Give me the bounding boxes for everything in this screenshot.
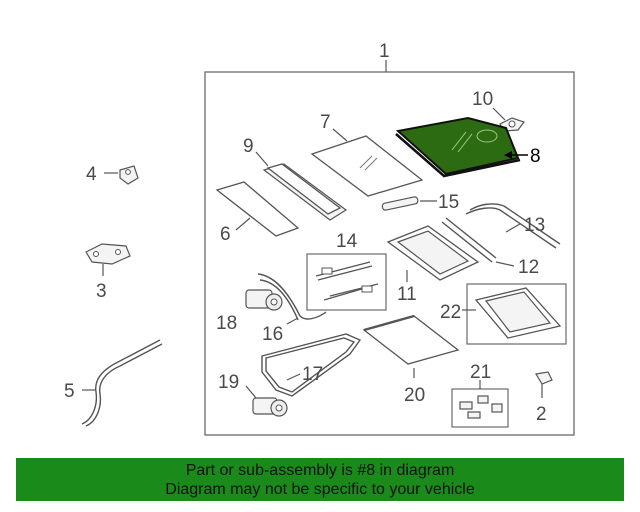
callout-14[interactable]: 14 — [336, 231, 358, 252]
part-9-deflector[interactable] — [262, 163, 348, 221]
part-8-glass-panel[interactable] — [395, 116, 521, 178]
callout-11[interactable]: 11 — [397, 284, 417, 305]
callout-22[interactable]: 22 — [440, 302, 461, 323]
callout-2[interactable]: 2 — [536, 404, 547, 425]
part-18-motor[interactable] — [245, 289, 283, 311]
info-banner: Part or sub-assembly is #8 in diagram Di… — [16, 458, 624, 501]
part-4-clip[interactable] — [119, 165, 139, 185]
banner-line-2: Diagram may not be specific to your vehi… — [165, 481, 475, 498]
callout-13[interactable]: 13 — [524, 215, 545, 236]
part-14-kit-box[interactable] — [306, 253, 387, 311]
callout-16[interactable]: 16 — [262, 324, 283, 345]
part-22-frame — [474, 287, 562, 339]
callout-15[interactable]: 15 — [438, 192, 459, 213]
callout-6[interactable]: 6 — [220, 224, 231, 245]
part-6-cover[interactable] — [215, 181, 300, 237]
callout-3[interactable]: 3 — [96, 281, 107, 302]
part-14-cables — [315, 261, 379, 301]
callout-19[interactable]: 19 — [218, 372, 239, 393]
callout-12[interactable]: 12 — [518, 257, 539, 278]
callout-10[interactable]: 10 — [472, 89, 493, 110]
part-12-seal[interactable] — [441, 217, 497, 263]
part-7-glass-panel[interactable] — [310, 135, 424, 197]
part-5-drain-hose[interactable] — [81, 339, 163, 427]
callout-17[interactable]: 17 — [302, 364, 323, 385]
callout-7[interactable]: 7 — [320, 112, 331, 133]
part-16-cable[interactable] — [257, 273, 327, 321]
part-3-bracket[interactable] — [85, 243, 131, 265]
assembly-frame — [204, 71, 575, 436]
callout-18[interactable]: 18 — [216, 313, 237, 334]
callout-5[interactable]: 5 — [64, 381, 75, 402]
callout-4[interactable]: 4 — [86, 164, 97, 185]
callout-21[interactable]: 21 — [470, 362, 491, 383]
part-19-motor[interactable] — [252, 397, 288, 417]
part-15-rail[interactable] — [381, 196, 419, 211]
part-20-shade[interactable] — [362, 314, 460, 365]
callout-1[interactable]: 1 — [379, 41, 390, 62]
part-13-seal[interactable] — [465, 203, 561, 249]
part-17-seal-loop[interactable] — [261, 333, 362, 397]
callout-9[interactable]: 9 — [243, 136, 254, 157]
part-22-kit-box[interactable] — [466, 283, 567, 345]
callout-20[interactable]: 20 — [404, 385, 425, 406]
part-11-frame[interactable] — [386, 225, 480, 281]
callout-8[interactable]: 8 — [530, 146, 541, 167]
part-2-clip[interactable] — [535, 371, 553, 398]
part-21-clips — [459, 395, 503, 419]
banner-line-1: Part or sub-assembly is #8 in diagram — [185, 462, 455, 479]
